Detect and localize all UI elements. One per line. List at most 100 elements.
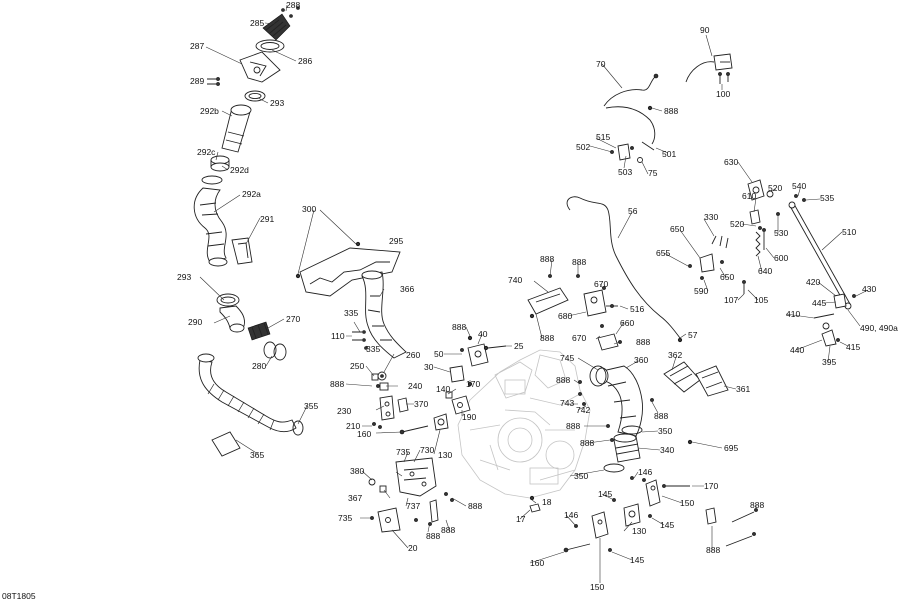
clamp-293-lower (216, 293, 240, 307)
callout-888e: 888 (441, 525, 455, 535)
bolts-888-lower-left (414, 492, 454, 526)
callout-355: 355 (304, 401, 318, 411)
callout-445: 445 (812, 298, 826, 308)
callout-360: 360 (634, 355, 648, 365)
part-130-left (433, 413, 449, 431)
parts-107-105 (742, 280, 746, 294)
callout-503: 503 (618, 167, 632, 177)
callout-107: 107 (724, 295, 738, 305)
bracket-730 (395, 457, 437, 497)
callout-30: 30 (424, 362, 434, 372)
bracket-150-right (642, 478, 661, 507)
part-660 (597, 324, 622, 351)
parts-18-17 (529, 495, 541, 513)
callout-440: 440 (790, 345, 804, 355)
elbow-290 (219, 305, 245, 333)
callout-292a: 292a (242, 189, 261, 199)
callout-530: 530 (774, 228, 788, 238)
callout-501: 501 (662, 149, 676, 159)
callout-516: 516 (630, 304, 644, 314)
callout-640: 640 (758, 266, 772, 276)
callout-75: 75 (648, 168, 658, 178)
linkage-410-440-415 (813, 313, 840, 347)
bracket-20 (370, 507, 401, 533)
part-370 (397, 397, 409, 413)
bracket-230 (376, 384, 395, 421)
callout-150b: 150 (590, 582, 604, 592)
callout-290: 290 (188, 317, 202, 327)
callout-745: 745 (560, 353, 574, 363)
callout-300: 300 (302, 204, 316, 214)
callout-737: 737 (406, 501, 420, 511)
callout-361: 361 (736, 384, 750, 394)
screws-289 (207, 77, 220, 86)
callout-285: 285 (250, 18, 264, 28)
callout-291: 291 (260, 214, 274, 224)
part-600 (762, 228, 766, 250)
callout-366: 366 (400, 284, 414, 294)
callout-735b: 735 (338, 513, 352, 523)
callout-888h: 888 (572, 257, 586, 267)
callout-410: 410 (786, 309, 800, 319)
parts-888-lower-right (705, 507, 758, 547)
intake-tube-292b (221, 104, 252, 153)
callout-140: 140 (436, 384, 450, 394)
bracket-650 (688, 253, 724, 273)
callout-170a: 170 (466, 379, 480, 389)
callout-515: 515 (596, 132, 610, 142)
callout-888a: 888 (330, 379, 344, 389)
sensor-90 (685, 53, 733, 83)
parts-540-535 (794, 194, 806, 202)
rod-510 (788, 201, 852, 310)
callout-395: 395 (822, 357, 836, 367)
callout-520b: 520 (730, 219, 744, 229)
part-590 (700, 276, 704, 280)
callout-380: 380 (350, 466, 364, 476)
part-75 (637, 157, 643, 163)
callout-293a: 293 (270, 98, 284, 108)
bolts-888-exhaust (578, 380, 654, 442)
callout-288a: 288 (286, 0, 300, 10)
callout-502: 502 (576, 142, 590, 152)
callout-40: 40 (478, 329, 488, 339)
coupler-270 (247, 321, 271, 341)
bracket-740 (527, 287, 569, 319)
callout-150a: 150 (680, 498, 694, 508)
callout-888i: 888 (540, 333, 554, 343)
callout-370: 370 (414, 399, 428, 409)
callout-145b: 145 (660, 520, 674, 530)
callout-295: 295 (389, 236, 403, 246)
screws-100 (718, 72, 730, 84)
clamps-280 (263, 341, 287, 361)
exhaust-pipe-360 (595, 365, 643, 437)
bolt-888-top-right (647, 105, 653, 111)
callout-18: 18 (542, 497, 552, 507)
callout-742: 742 (576, 405, 590, 415)
callout-50: 50 (434, 349, 444, 359)
bracket-190 (451, 395, 471, 415)
bracket-50-40 (460, 335, 489, 367)
callout-289: 289 (190, 76, 204, 86)
callout-20: 20 (408, 543, 418, 553)
callout-888d: 888 (426, 531, 440, 541)
callout-270: 270 (286, 314, 300, 324)
callout-670b: 670 (572, 333, 586, 343)
callout-145a: 145 (598, 489, 612, 499)
bolts-888-740 (548, 274, 580, 278)
callout-888b: 888 (452, 322, 466, 332)
callout-292d: 292d (230, 165, 249, 175)
part-330 (711, 235, 729, 249)
part-240 (379, 382, 389, 391)
bolt-146-right (630, 476, 634, 480)
callout-146a: 146 (638, 467, 652, 477)
callout-292b: 292b (200, 106, 219, 116)
callout-670a: 670 (594, 279, 608, 289)
screw-25 (483, 345, 507, 351)
callout-292c: 292c (197, 147, 216, 157)
muffler-coupler-340 (613, 433, 641, 463)
plate-30 (449, 365, 465, 383)
part-520 (758, 190, 774, 230)
callout-888p: 888 (706, 545, 720, 555)
callout-365: 365 (250, 450, 264, 460)
